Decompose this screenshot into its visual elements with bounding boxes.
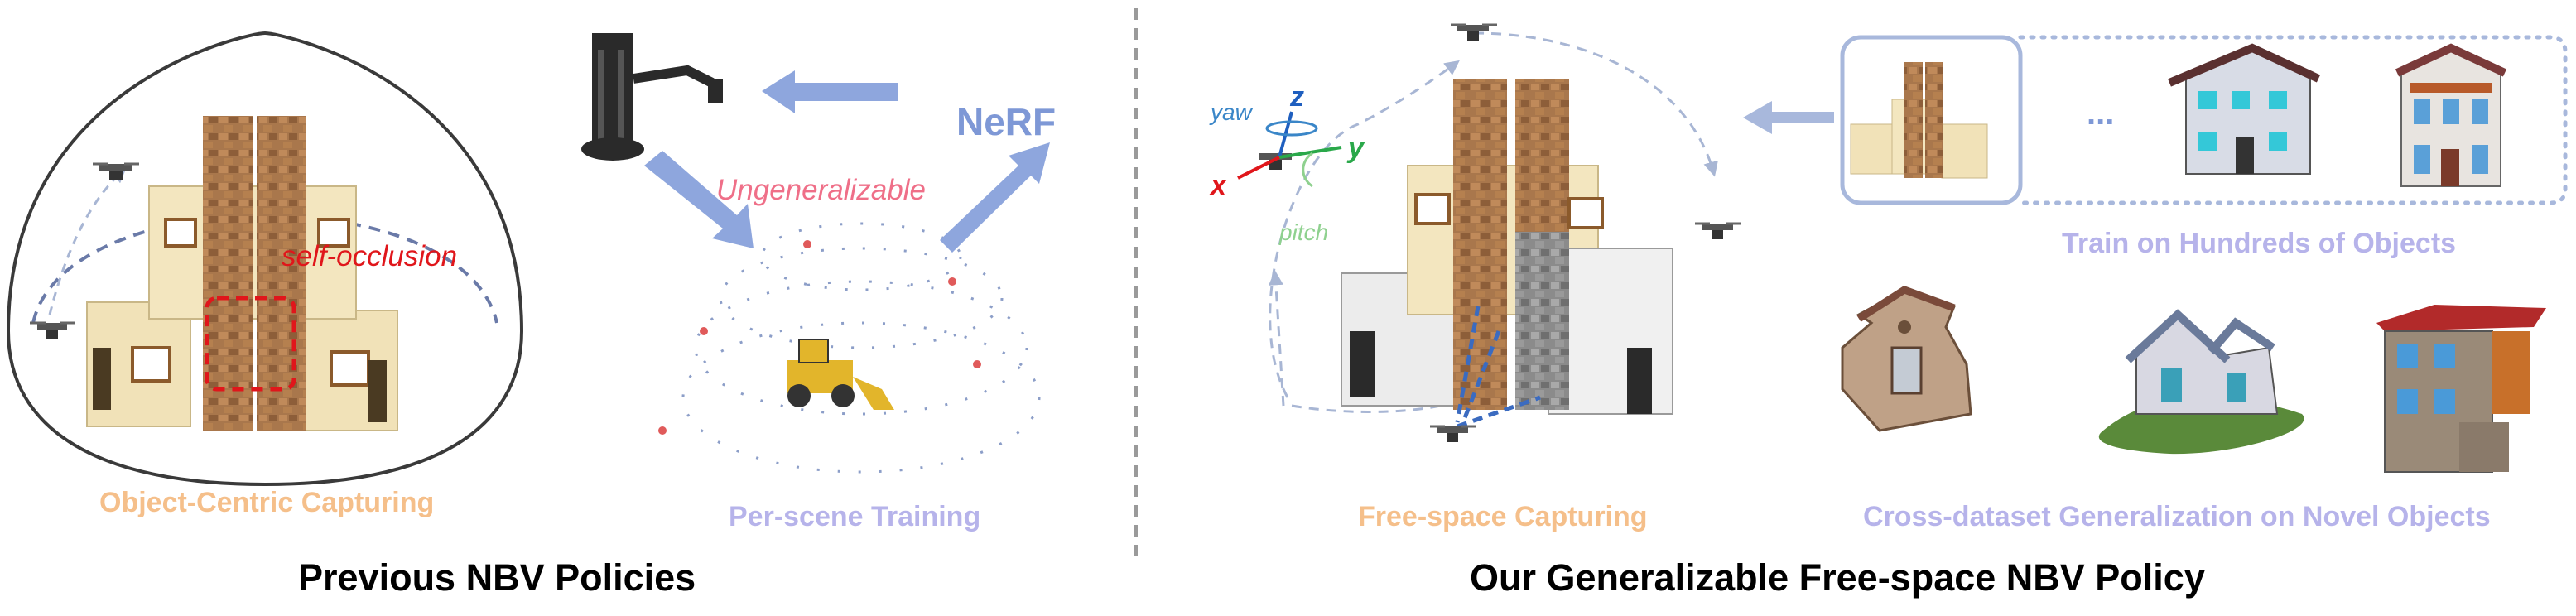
object-centric-caption: Object-Centric Capturing: [99, 487, 435, 518]
drone-icon: [30, 321, 75, 339]
camera-axes: [1237, 111, 1342, 188]
drone-icon: [1430, 425, 1476, 442]
free-space-caption: Free-space Capturing: [1358, 501, 1648, 532]
free-space-illustration: [1237, 23, 1741, 442]
robot-arm-icon: [581, 33, 723, 161]
axis-x-label: x: [1211, 170, 1226, 201]
arrow-cameras-to-nerf: [940, 142, 1050, 253]
house-model-icon: [2098, 309, 2304, 455]
selected-object-box: [1840, 35, 2023, 205]
building-icon: [86, 116, 398, 431]
arrow-robot-to-cameras: [644, 151, 754, 248]
left-panel-title: Previous NBV Policies: [298, 556, 696, 599]
excavator-icon: [787, 339, 894, 410]
axis-yaw-label: yaw: [1211, 99, 1252, 125]
drone-icon: [1451, 23, 1497, 41]
train-objects-panel: [1743, 35, 2568, 205]
ellipsis-label: ...: [2087, 95, 2115, 132]
drone-icon: [93, 162, 139, 180]
building-icon: [1341, 79, 1673, 415]
axis-y-label: y: [1348, 132, 1364, 164]
arrow-nerf-to-robot: [762, 70, 898, 113]
nerf-label: NeRF: [956, 100, 1057, 143]
object-centric-illustration: [6, 31, 524, 487]
novel-objects: [1841, 286, 2546, 473]
self-occlusion-label: self-occlusion: [282, 240, 458, 272]
house-model-icon: [2376, 305, 2546, 473]
axis-z-label: z: [1290, 81, 1304, 113]
generalization-caption: Cross-dataset Generalization on Novel Ob…: [1863, 501, 2491, 532]
right-panel-title: Our Generalizable Free-space NBV Policy: [1470, 556, 2205, 599]
house-model-icon: [2168, 43, 2321, 175]
axis-pitch-label: pitch: [1279, 219, 1329, 245]
per-scene-illustration: [581, 33, 1050, 474]
camera-pose-icon: [681, 222, 1041, 474]
ungeneralizable-label: Ungeneralizable: [716, 174, 926, 206]
drone-icon: [1695, 222, 1741, 239]
arrow-train-to-free-space: [1743, 101, 1834, 134]
self-occlusion-box: [205, 296, 296, 392]
house-model-icon: [1841, 286, 1972, 432]
building-icon: [1850, 62, 1988, 179]
train-caption: Train on Hundreds of Objects: [2062, 228, 2457, 259]
house-model-icon: [2395, 43, 2507, 187]
hemisphere-outline: [6, 31, 524, 487]
per-scene-caption: Per-scene Training: [729, 501, 981, 532]
